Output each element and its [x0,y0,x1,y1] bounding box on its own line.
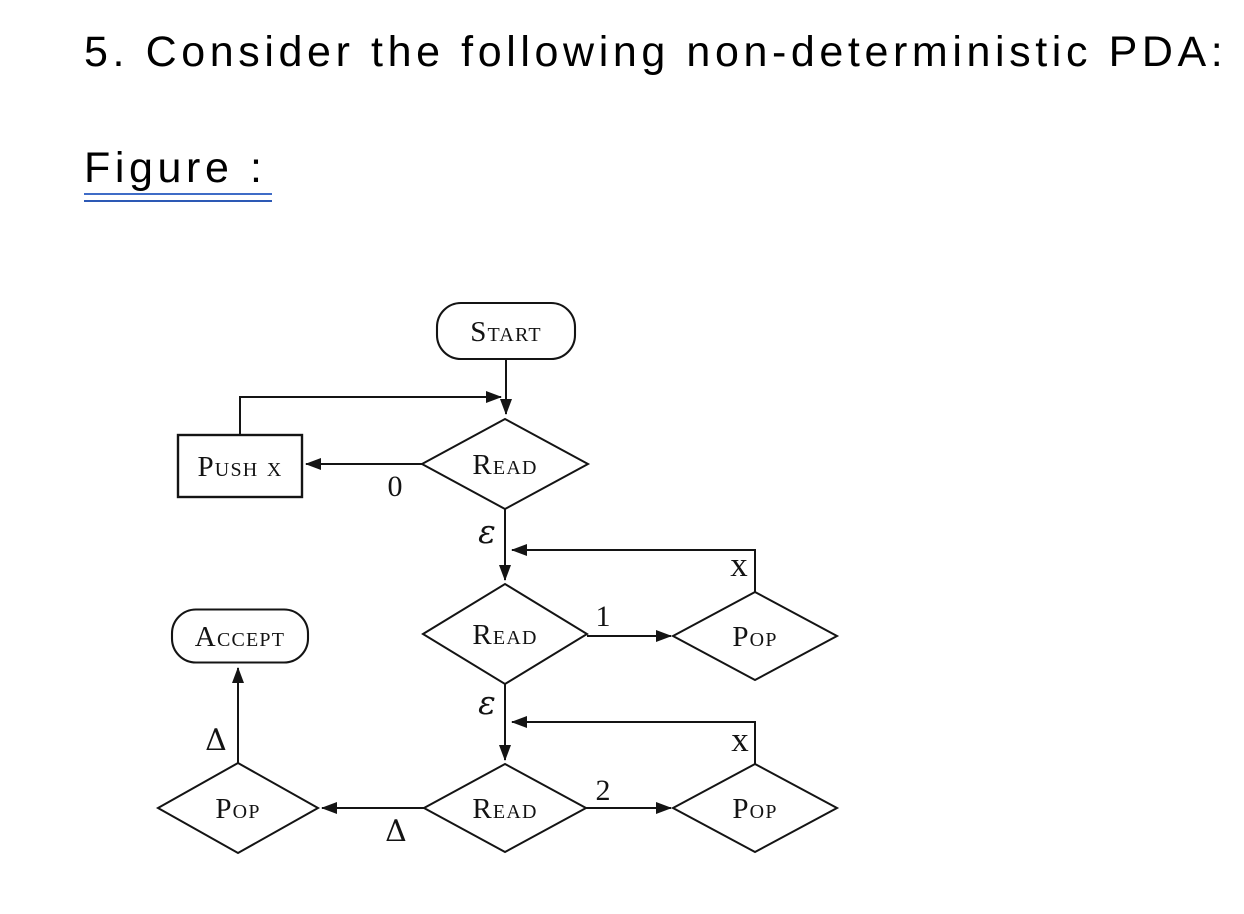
push-x-shape [176,433,304,499]
figure-label: Figure : [84,144,267,192]
start-label: Start [470,316,542,348]
figure-underline-top [84,193,272,195]
transition-label-1: 1 [596,600,611,633]
transition-label-2: 2 [596,774,611,807]
edge-pop1-x-loop [511,544,756,592]
node-read-2: Read [421,582,589,686]
figure-underline-bottom [84,200,272,202]
node-pop-right-2: Pop [670,762,840,854]
pop-left-label: Pop [215,793,260,825]
read-2-label: Read [472,619,537,651]
pop-left-shape [155,761,321,855]
transition-label-x-1: x [730,545,748,584]
transition-label-delta-1: Δ [205,723,227,758]
transition-label-0: 0 [388,470,403,503]
read-3-shape [421,762,589,854]
read-1-label: Read [472,449,537,481]
edge-pop2-x-loop [511,716,756,764]
pop-right-1-label: Pop [732,621,777,653]
node-start: Start [435,301,577,361]
transition-label-eps-1: ε [478,512,496,551]
question-title: 5. Consider the following non-determinis… [84,28,1228,76]
transition-label-eps-2: ε [478,683,496,722]
pop-right-2-label: Pop [732,793,777,825]
node-push-x: Push x [176,433,304,499]
pop-right-2-shape [670,762,840,854]
transition-label-x-2: x [731,720,749,759]
accept-label: Accept [195,621,285,653]
accept-shape [170,608,310,664]
node-pop-right-1: Pop [670,590,840,682]
node-accept: Accept [170,608,310,664]
node-read-3: Read [421,762,589,854]
read-1-shape [419,417,591,511]
node-read-1: Read [419,417,591,511]
node-pop-left: Pop [155,761,321,855]
push-x-label: Push x [197,451,282,483]
edge-pushx-feedback [239,391,502,435]
read-3-label: Read [472,793,537,825]
start-shape [435,301,577,361]
transition-label-delta-2: Δ [385,814,407,849]
pop-right-1-shape [670,590,840,682]
read-2-shape [421,582,589,686]
